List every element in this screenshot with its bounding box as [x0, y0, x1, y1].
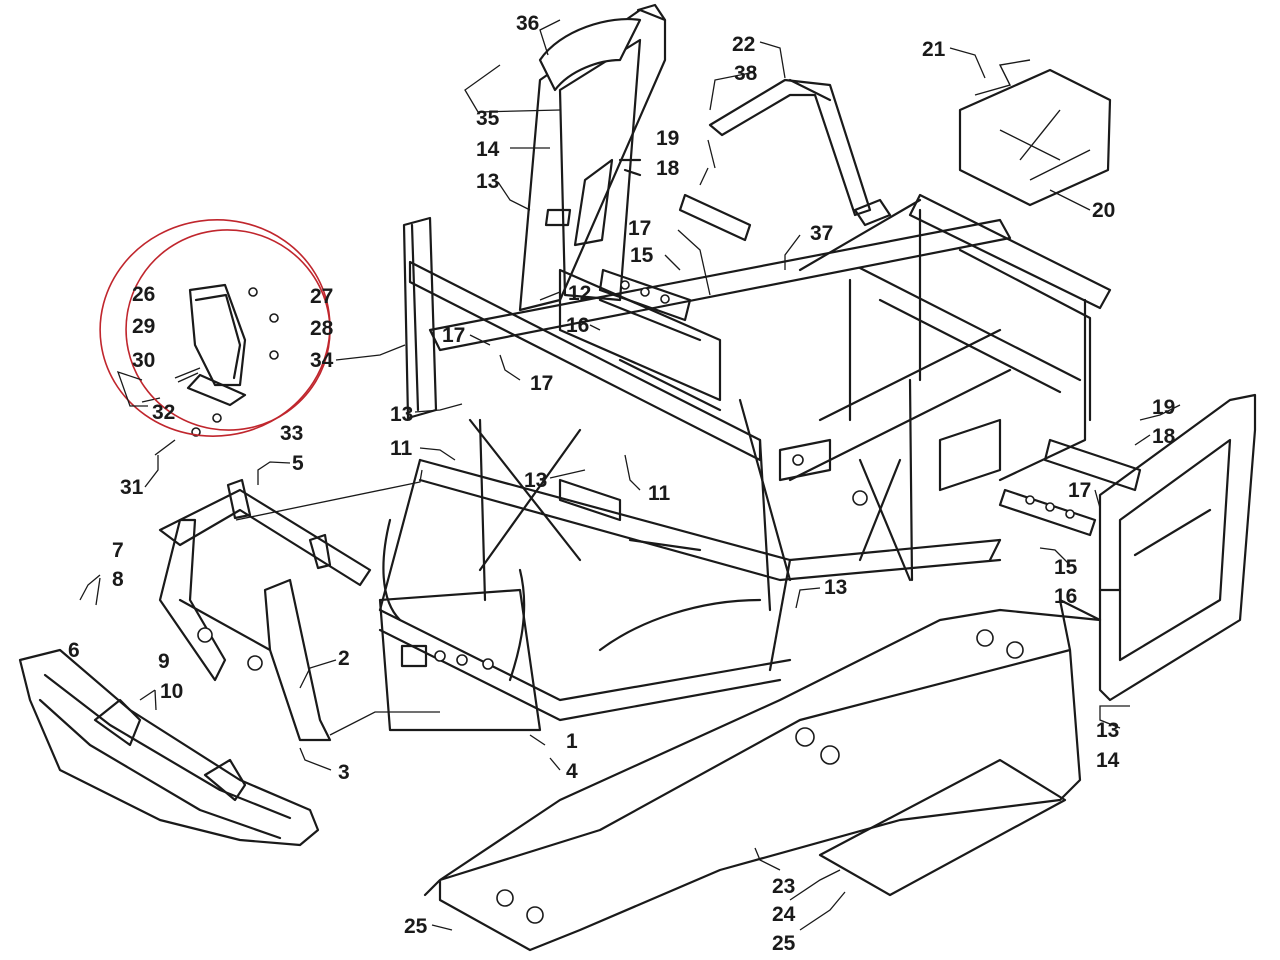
callout-18-top: 18	[656, 157, 680, 180]
callout-18-right: 18	[1152, 425, 1176, 448]
front-bumper	[18, 648, 320, 847]
callout-19-right: 19	[1152, 396, 1175, 419]
callout-8: 8	[112, 568, 124, 591]
callout-17-top: 17	[628, 217, 651, 240]
seat-bracket-upper-left	[598, 193, 752, 322]
callout-25-left: 25	[404, 915, 428, 938]
callout-26: 26	[132, 283, 155, 306]
callout-28: 28	[310, 317, 334, 340]
callout-15-right: 15	[1054, 556, 1078, 579]
callout-34: 34	[310, 349, 334, 372]
callout-2: 2	[338, 647, 350, 670]
main-frame	[378, 193, 1112, 732]
callout-9: 9	[158, 650, 170, 673]
callout-37: 37	[810, 222, 833, 245]
headlight-highlight	[99, 219, 331, 437]
callout-13-floor: 13	[824, 576, 847, 599]
callout-21: 21	[922, 38, 946, 61]
callout-19-top: 19	[656, 127, 679, 150]
right-side-panel	[1098, 393, 1257, 702]
callout-1: 1	[566, 730, 578, 753]
callout-38: 38	[734, 62, 758, 85]
leader-lines	[79, 19, 1181, 931]
callout-32: 32	[152, 401, 175, 424]
callout-27: 27	[310, 285, 333, 308]
callout-14: 14	[476, 138, 500, 161]
callout-3: 3	[338, 761, 350, 784]
callout-24: 24	[772, 903, 796, 926]
callout-5: 5	[292, 452, 304, 475]
seat-bracket-right	[998, 438, 1142, 537]
callout-13-center: 13	[524, 469, 547, 492]
callout-13-right: 13	[1096, 719, 1119, 742]
callout-15-top: 15	[630, 244, 654, 267]
callout-labels: 36 22 38 21 35 14 19 18 13 20 17 15 37 2…	[68, 12, 1176, 955]
front-lower-bracket	[158, 518, 332, 742]
callout-16-right: 16	[1054, 585, 1077, 608]
callout-25-right: 25	[772, 932, 796, 955]
callout-10: 10	[160, 680, 183, 703]
floor-plate	[818, 758, 1067, 897]
seat-back-pad	[538, 18, 642, 92]
callout-17-mid: 17	[530, 372, 553, 395]
callout-20: 20	[1092, 199, 1115, 222]
callout-36: 36	[516, 12, 539, 35]
callout-4: 4	[566, 760, 578, 783]
front-upper-bracket	[158, 478, 372, 587]
callout-17-right: 17	[1068, 479, 1091, 502]
callout-11-left: 11	[390, 437, 413, 460]
floor-pan	[423, 598, 1102, 952]
callout-29: 29	[132, 315, 155, 338]
cargo-panel	[958, 59, 1112, 207]
callout-31: 31	[120, 476, 144, 499]
callout-33: 33	[280, 422, 303, 445]
callout-6: 6	[68, 639, 80, 662]
callout-17-left: 17	[442, 324, 465, 347]
callout-14-right: 14	[1096, 749, 1120, 772]
callout-11-center: 11	[648, 482, 671, 505]
headlight-assembly	[141, 283, 279, 456]
callout-7: 7	[112, 539, 124, 562]
callout-16-top: 16	[566, 314, 589, 337]
callout-12: 12	[568, 282, 591, 305]
callout-13-left: 13	[390, 403, 413, 426]
callout-23: 23	[772, 875, 795, 898]
roll-bar-right	[708, 78, 892, 227]
callout-30: 30	[132, 349, 155, 372]
callout-35: 35	[476, 107, 500, 130]
callout-22: 22	[732, 33, 755, 56]
callout-13-top: 13	[476, 170, 499, 193]
